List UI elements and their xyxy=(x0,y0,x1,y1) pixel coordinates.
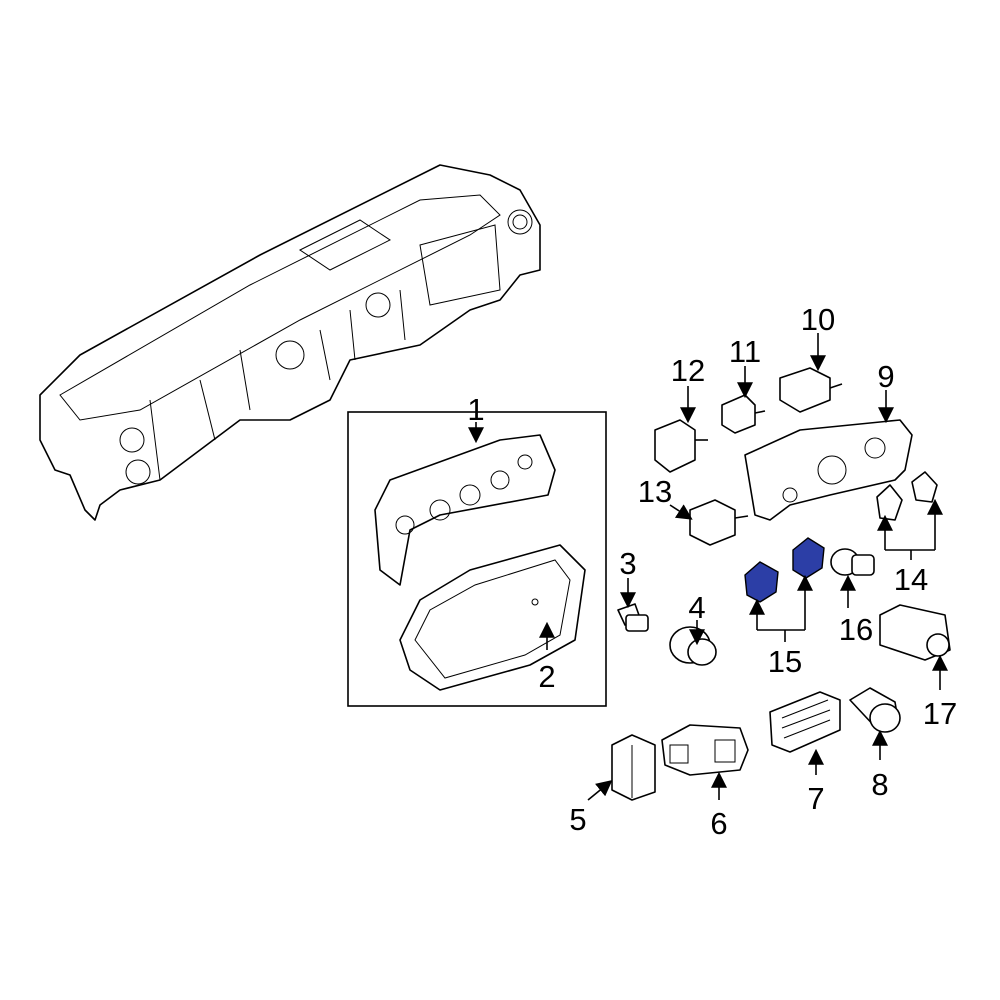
callout-3: 3 xyxy=(619,546,636,581)
callout-11: 11 xyxy=(729,334,761,369)
switch-7 xyxy=(769,691,841,753)
knobs-14 xyxy=(876,471,938,521)
callout-10: 10 xyxy=(801,302,835,337)
switch-13 xyxy=(689,499,749,546)
switch-12 xyxy=(654,419,708,473)
switch-8 xyxy=(849,687,901,733)
switch-11 xyxy=(721,394,766,434)
knobs-15 xyxy=(744,537,825,603)
instrument-panel xyxy=(39,164,541,521)
cluster-lens xyxy=(399,544,586,691)
callout-4: 4 xyxy=(688,590,705,625)
callout-16: 16 xyxy=(839,612,873,647)
callouts: 1 2 3 4 5 6 7 8 9 10 11 12 13 14 15 16 1… xyxy=(467,302,957,841)
callout-9: 9 xyxy=(877,359,894,394)
callout-15: 15 xyxy=(768,644,802,679)
callout-6: 6 xyxy=(710,806,727,841)
callout-1: 1 xyxy=(467,392,484,427)
switch-6 xyxy=(661,724,749,776)
switch-10 xyxy=(779,367,843,413)
callout-8: 8 xyxy=(871,767,888,802)
callout-5: 5 xyxy=(569,802,586,837)
control-panel xyxy=(744,419,913,521)
switch-17 xyxy=(879,604,951,661)
callout-2: 2 xyxy=(538,659,555,694)
leader-lines xyxy=(468,333,948,801)
callout-17: 17 xyxy=(923,696,957,731)
callout-13: 13 xyxy=(638,474,672,509)
callout-12: 12 xyxy=(671,353,705,388)
callout-14: 14 xyxy=(894,562,928,597)
headlamp-switch-knob xyxy=(669,626,717,666)
instrument-cluster xyxy=(374,434,556,586)
callout-7: 7 xyxy=(807,781,824,816)
switch-5 xyxy=(611,734,656,801)
bolt xyxy=(617,603,649,632)
cluster-assembly-box xyxy=(347,411,607,707)
bulb-16 xyxy=(830,548,875,576)
